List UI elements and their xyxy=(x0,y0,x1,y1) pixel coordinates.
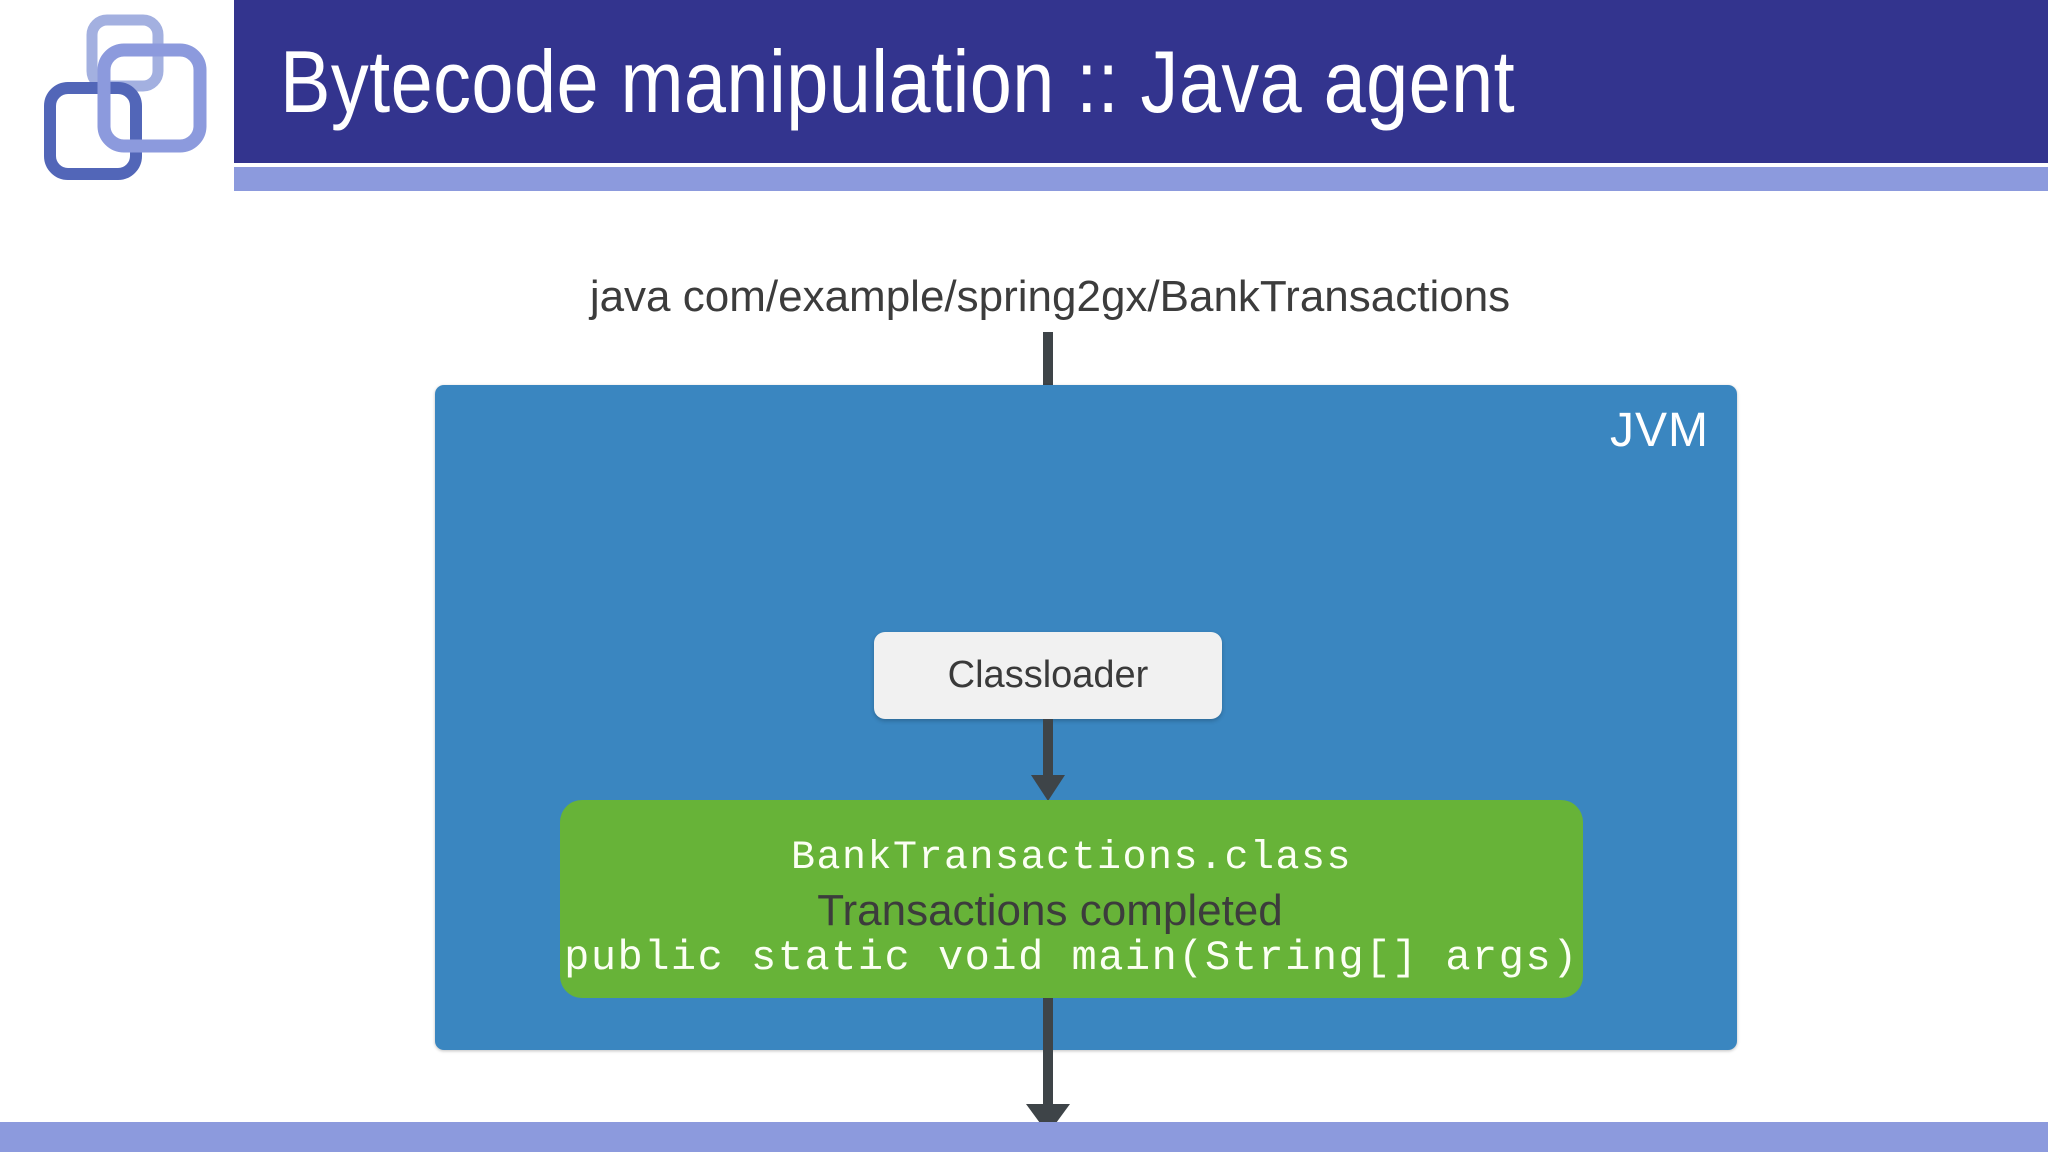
arrow-class-to-exit-shaft xyxy=(1043,998,1053,1050)
header-accent-bar xyxy=(234,167,2048,191)
overlapping-squares-logo-icon xyxy=(30,8,210,184)
method-signature-label: public static void main(String[] args) xyxy=(564,934,1579,982)
header-bar xyxy=(234,0,2048,163)
page-title: Bytecode manipulation :: Java agent xyxy=(280,32,1516,131)
jvm-label: JVM xyxy=(1610,404,1709,457)
slide-header: Bytecode manipulation :: Java agent xyxy=(0,0,2048,192)
arrow-classloader-to-class-shaft xyxy=(1043,719,1053,779)
classloader-box: Classloader xyxy=(874,632,1222,719)
command-label: java com/example/spring2gx/BankTransacti… xyxy=(589,272,1511,321)
class-name-label: BankTransactions.class xyxy=(790,836,1353,881)
arrow-classloader-to-class-head xyxy=(1031,775,1065,801)
class-box: BankTransactions.class public static voi… xyxy=(560,800,1583,998)
result-label: Transactions completed xyxy=(817,886,1283,935)
slide-footer-bar xyxy=(0,1122,2048,1152)
jvm-container: JVM Classloader BankTransactions.class p… xyxy=(435,385,1737,1050)
arrow-command-to-classloader-shaft xyxy=(1043,332,1053,415)
arrow-jvm-to-result-shaft xyxy=(1043,1050,1053,1112)
jvm-flow-diagram: java com/example/spring2gx/BankTransacti… xyxy=(0,192,2048,1134)
classloader-label: Classloader xyxy=(947,654,1149,696)
